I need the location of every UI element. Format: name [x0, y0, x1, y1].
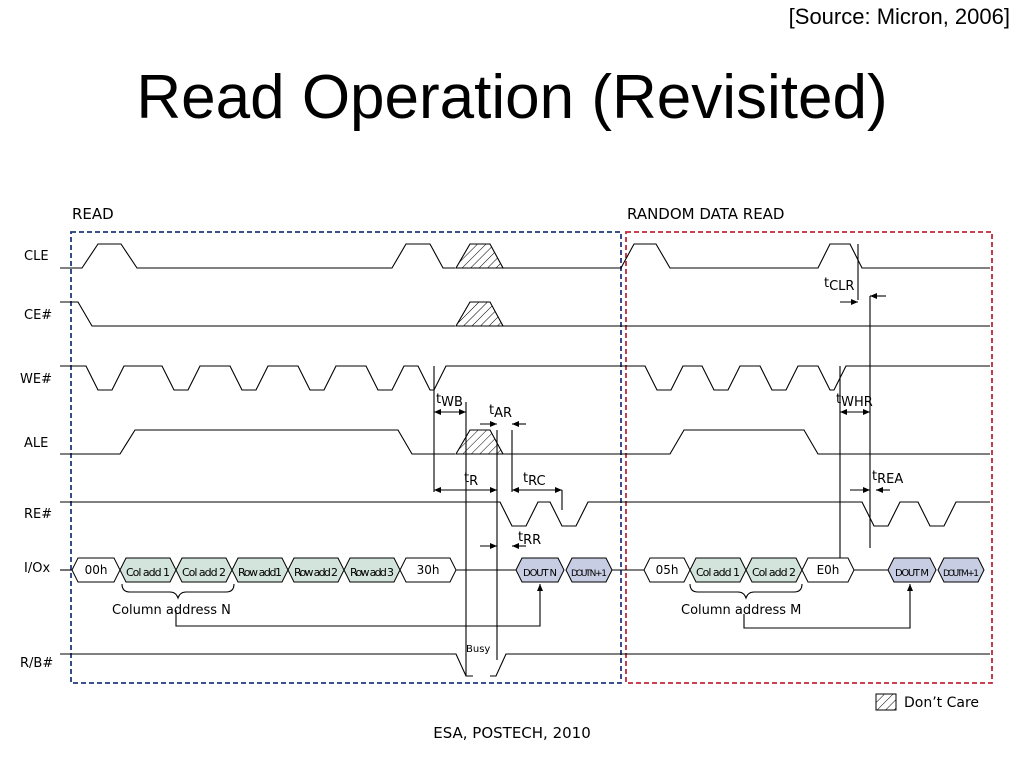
io-cell-row-add-2-label: Row add 2 — [294, 566, 338, 579]
ce-waveform — [60, 301, 455, 327]
io-cell-row-add-3-label: Row add 3 — [350, 566, 394, 579]
io-cell-e0h — [801, 557, 855, 583]
read-section-label: READ — [72, 205, 114, 223]
timing-trc-sub: RC — [528, 474, 545, 489]
re-waveform — [60, 501, 626, 527]
column-address-m-brace — [689, 583, 803, 600]
timing-tar-sub: AR — [494, 406, 512, 421]
timing-trr-sub: RR — [523, 533, 541, 548]
source-citation: [Source: Micron, 2006] — [788, 4, 1010, 29]
timing-tr: tR — [464, 471, 478, 489]
rb-waveform — [60, 653, 473, 677]
io-cell-col-add-1-label: Col add 1 — [126, 566, 170, 579]
footer-text: ESA, POSTECH, 2010 — [433, 724, 591, 742]
column-address-m-label: Column address M — [681, 603, 801, 618]
timing-tar: tAR — [489, 403, 512, 421]
timing-tclr: tCLR — [824, 276, 854, 294]
io-cell-dout-n — [515, 557, 565, 583]
io-cell-col-add-2-m-label: Col add 2 — [752, 566, 796, 579]
column-address-n-label: Column address N — [112, 603, 231, 618]
read-section-box — [70, 231, 622, 684]
we-waveform — [60, 365, 626, 391]
timing-trc: tRC — [523, 471, 546, 489]
io-cell-dout-m — [887, 557, 937, 583]
timing-tclr-sub: CLR — [829, 279, 854, 294]
io-cell-dout-n-plus-1-label: DOUT N + 1 — [571, 569, 607, 579]
timing-twhr-sub: WHR — [841, 395, 873, 410]
rb-waveform-b — [490, 653, 990, 677]
slide-title: Read Operation (Revisited) — [136, 63, 888, 132]
ale-waveform-2 — [503, 429, 990, 455]
signal-label-cle: CLE — [24, 249, 49, 264]
signal-labels: CLE CE# WE# ALE RE# I/Ox R/B# — [20, 249, 53, 671]
timing-twb-sub: WB — [441, 395, 463, 410]
cle-dont-care — [455, 243, 504, 269]
column-address-m-arrow — [743, 584, 913, 629]
io-cell-dout-m-label: DOUT M — [895, 568, 929, 579]
dont-care-label: Don’t Care — [904, 695, 979, 711]
we-waveform-2 — [626, 365, 990, 391]
io-cell-dout-m-plus-1 — [937, 557, 985, 583]
signal-label-io: I/Ox — [24, 561, 50, 576]
column-address-n-brace — [121, 583, 235, 600]
io-cell-dout-m-plus-1-label: DOUT M + 1 — [943, 569, 979, 579]
io-cell-30h-label: 30h — [417, 563, 440, 577]
io-cell-col-add-1-m-label: Col add 1 — [696, 566, 740, 579]
column-address-n-arrow — [175, 584, 543, 627]
timing-trr: tRR — [518, 530, 541, 548]
io-cell-30h — [399, 557, 457, 583]
signal-label-re: RE# — [24, 507, 52, 522]
timing-tr-sub: R — [469, 474, 478, 489]
timing-trea: tREA — [872, 469, 903, 487]
io-cell-col-add-2-label: Col add 2 — [182, 566, 226, 579]
io-cell-05h-label: 05h — [656, 563, 679, 577]
signal-label-rb: R/B# — [20, 656, 53, 671]
random-read-section-box — [625, 231, 993, 684]
random-read-section-label: RANDOM DATA READ — [627, 205, 785, 223]
timing-twb: tWB — [436, 392, 463, 410]
io-cell-00h-label: 00h — [85, 563, 108, 577]
cle-waveform-2 — [502, 243, 990, 269]
io-cell-row-add1-label: Row add1 — [238, 566, 282, 579]
cle-waveform — [60, 243, 455, 269]
ce-dont-care — [455, 301, 504, 327]
busy-label: Busy — [466, 644, 490, 655]
signal-label-we: WE# — [20, 372, 52, 387]
dont-care-swatch — [875, 693, 897, 711]
io-cell-e0h-label: E0h — [817, 563, 840, 577]
signal-label-ale: ALE — [24, 436, 48, 451]
timing-twhr: tWHR — [836, 392, 873, 410]
io-cell-dout-n-label: DOUT N — [523, 568, 557, 579]
io-cell-dout-n-plus-1 — [565, 557, 613, 583]
timing-trea-sub: REA — [877, 472, 903, 487]
ale-dont-care — [455, 429, 504, 455]
re-waveform-2 — [626, 501, 990, 527]
ale-waveform — [60, 429, 455, 455]
signal-label-ce: CE# — [24, 308, 52, 323]
